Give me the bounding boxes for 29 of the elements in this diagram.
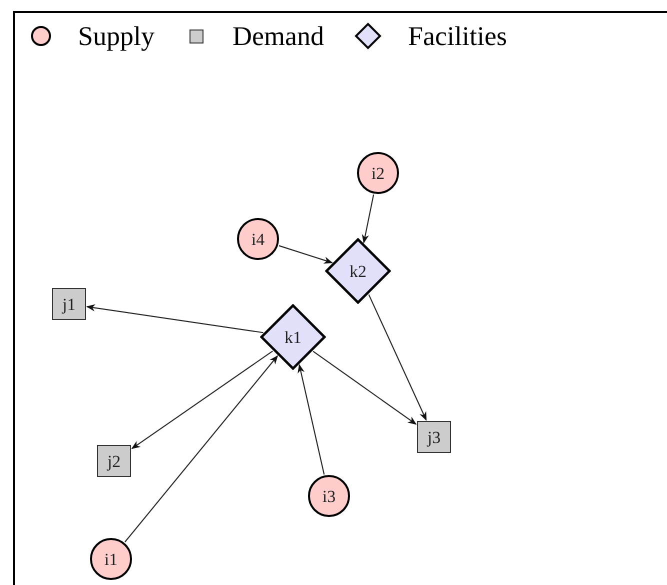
arrow (278, 245, 333, 264)
node-label: i3 (322, 488, 336, 504)
arrow (124, 355, 278, 542)
node-label: k2 (350, 262, 366, 280)
supply-node (237, 218, 279, 260)
node-label: i4 (251, 230, 265, 248)
arrow (312, 350, 417, 425)
facility-diamond (325, 238, 391, 304)
legend-text: Demand (232, 22, 324, 50)
node-label: k1 (284, 328, 302, 346)
demand-node (417, 421, 451, 453)
node-label: j1 (62, 296, 76, 312)
supply-node (357, 152, 399, 194)
demand-node (97, 445, 131, 477)
arrow (131, 350, 273, 450)
node-label: i1 (104, 550, 118, 568)
legend-text: Supply (78, 22, 155, 50)
demand-node (52, 288, 86, 320)
facility-diamond (260, 304, 326, 370)
supply-node (90, 538, 132, 580)
arrow (368, 294, 427, 421)
node-label: j3 (427, 428, 441, 446)
legend-text: Facilities (408, 22, 507, 50)
node-label: i2 (371, 164, 385, 182)
arrow (362, 194, 374, 244)
arrow (86, 304, 264, 334)
node-label: j2 (107, 452, 121, 470)
arrow (298, 364, 325, 475)
supply-node (308, 475, 350, 517)
